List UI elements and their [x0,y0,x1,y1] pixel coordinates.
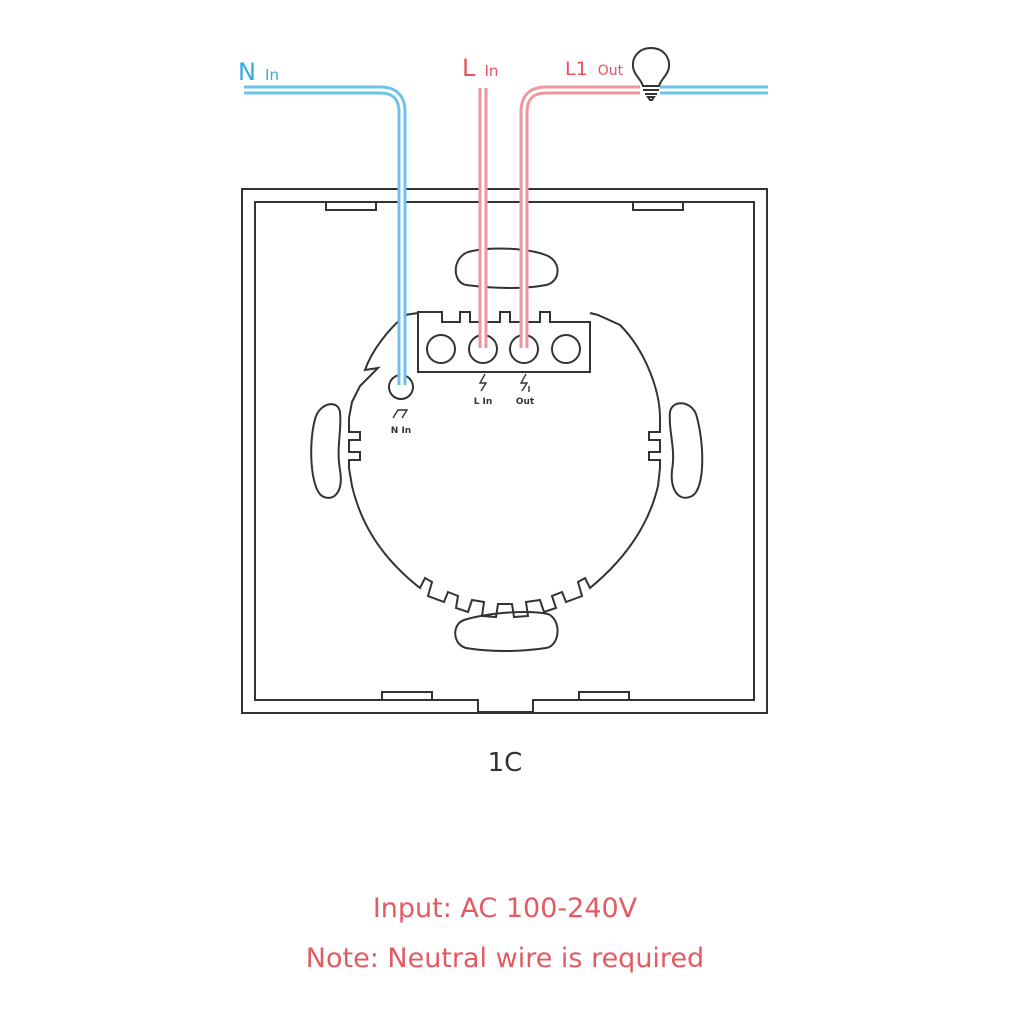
slot-right [668,402,704,499]
terminal-label-out: Out [516,397,535,407]
l1-out-main: L1 [565,58,588,80]
l-in-sub: In [484,62,498,80]
terminal-screw-4 [551,334,581,364]
l1-out-label: L1 Out [565,58,624,80]
clip-top-left [325,201,377,211]
slot-left [310,403,342,499]
slot-top [454,247,559,290]
mounting-base [310,247,704,652]
lightning-icon [478,373,488,392]
live-out-wire [519,85,640,348]
light-bulb-icon [631,46,671,101]
slot-bottom [454,611,559,652]
inner-frame [254,201,755,713]
clip-bottom-right [578,691,630,701]
switch-plate [241,188,768,714]
base-outline [348,312,661,619]
n-in-label: N In [238,58,279,86]
l-in-label: L In [462,54,498,82]
neutral-wire [244,85,768,385]
neutral-symbol-icon [392,409,409,419]
terminal-screw-1 [426,334,456,364]
n-in-sub: In [265,66,279,84]
terminal-label-n-in: N In [391,426,411,436]
clip-top-right [632,201,684,211]
terminal-label-l-in: L In [474,397,493,407]
clip-bottom-left [381,691,433,701]
l1-out-sub: Out [598,63,624,79]
outer-frame [241,188,768,714]
neutral-wire-note: Note: Neutral wire is required [305,943,705,974]
model-label: 1C [487,748,523,778]
input-spec: Input: AC 100-240V [372,893,638,924]
lightning-icon [519,373,530,392]
l-in-main: L [462,54,476,82]
n-in-main: N [238,58,256,86]
terminal-block [417,311,591,373]
